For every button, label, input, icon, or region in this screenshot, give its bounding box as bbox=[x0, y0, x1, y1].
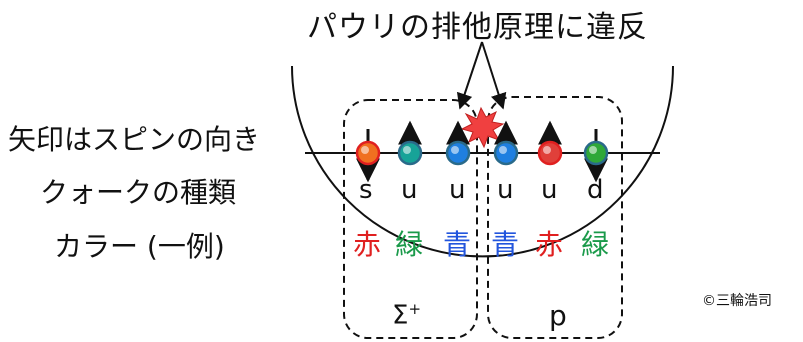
sigma-plus-label: Σ+ bbox=[392, 300, 421, 331]
quark-flavor: s bbox=[359, 175, 373, 205]
quark-type-label: クォークの種類 bbox=[40, 176, 237, 209]
collision-burst-icon bbox=[460, 106, 505, 149]
quark-highlight-0 bbox=[361, 146, 369, 154]
quark-ball-1 bbox=[397, 140, 423, 166]
diagram-title: パウリの排他原理に違反 bbox=[307, 10, 648, 45]
quark-color-label: 青 bbox=[491, 228, 520, 261]
potential-well-curve bbox=[291, 65, 674, 258]
quark-highlight-4 bbox=[543, 146, 551, 154]
quark-flavor: u bbox=[541, 175, 558, 205]
quark-ball-4 bbox=[537, 140, 563, 166]
copyright-text: ©三輪浩司 bbox=[702, 293, 772, 309]
proton-box bbox=[487, 96, 623, 339]
quark-highlight-3 bbox=[499, 146, 507, 154]
color-example-label: カラー (一例) bbox=[54, 230, 225, 263]
quark-ball-2 bbox=[445, 140, 471, 166]
sigma-plus-sup: + bbox=[408, 300, 422, 318]
quarks-layer bbox=[355, 120, 609, 183]
quark-highlight-5 bbox=[589, 146, 597, 154]
title-arrow-right bbox=[481, 41, 507, 110]
sigma-plus-base: Σ bbox=[392, 300, 409, 331]
title-arrow-left bbox=[456, 41, 483, 110]
quark-flavor: u bbox=[401, 175, 418, 205]
quark-flavor: d bbox=[587, 175, 604, 205]
quark-flavor: u bbox=[497, 175, 514, 205]
quark-ball-3 bbox=[493, 140, 519, 166]
quark-highlight-2 bbox=[451, 146, 459, 154]
sigma-plus-box bbox=[343, 99, 478, 339]
quark-color-label: 赤 bbox=[535, 228, 564, 261]
quark-color-label: 緑 bbox=[395, 228, 424, 261]
quark-highlight-1 bbox=[403, 146, 411, 154]
quark-color-label: 青 bbox=[443, 228, 472, 261]
quark-ball-0 bbox=[355, 140, 381, 166]
quark-flavor: u bbox=[449, 175, 466, 205]
proton-label: p bbox=[549, 299, 567, 332]
quark-color-label: 赤 bbox=[353, 228, 382, 261]
spin-label: 矢印はスピンの向き bbox=[8, 123, 261, 156]
quark-color-label: 緑 bbox=[581, 228, 610, 261]
quark-ball-5 bbox=[583, 140, 609, 166]
